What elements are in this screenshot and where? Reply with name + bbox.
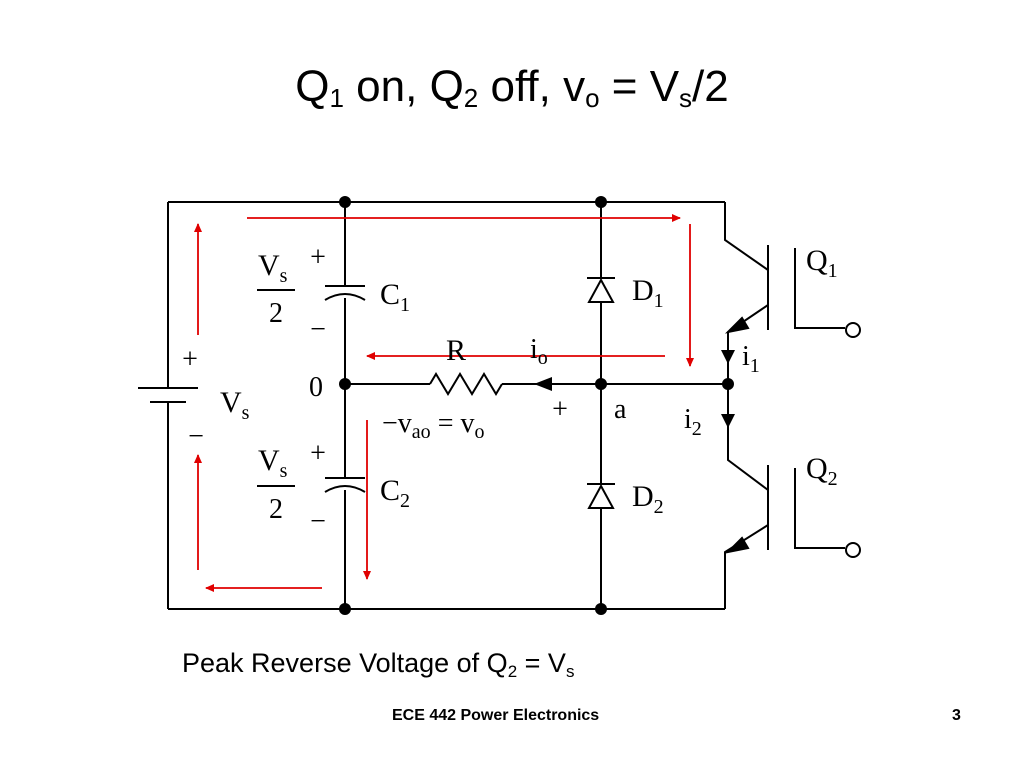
node-a-label: a xyxy=(614,394,627,425)
q2-emitter xyxy=(724,524,769,609)
capacitor-c2 xyxy=(324,477,366,493)
cap-top-plus: + xyxy=(310,242,326,273)
cap-bottom-plus: + xyxy=(310,438,326,469)
resistor xyxy=(429,372,503,396)
q1-collector xyxy=(724,202,769,271)
vao-plus: + xyxy=(552,394,568,425)
source-label: Vs xyxy=(220,386,250,424)
dc-source xyxy=(138,387,198,403)
diode-d2 xyxy=(587,483,615,509)
q1-label: Q1 xyxy=(806,244,838,282)
source-minus: − xyxy=(188,421,204,452)
cap-bottom-minus: − xyxy=(310,506,326,537)
i2-label: i2 xyxy=(684,404,702,440)
i1-arrow xyxy=(721,350,735,364)
q1-emitter xyxy=(727,304,769,491)
node-zero-label: 0 xyxy=(309,372,323,403)
i1-label: i1 xyxy=(742,341,760,377)
io-label: io xyxy=(530,334,548,369)
transistor-q1 xyxy=(724,245,845,334)
d1-label: D1 xyxy=(632,274,664,312)
q2-label: Q2 xyxy=(806,452,838,490)
source-plus: + xyxy=(182,344,198,375)
c1-label: C1 xyxy=(380,278,410,316)
current-path xyxy=(194,214,694,592)
junction-dots xyxy=(339,196,734,615)
diode-d1 xyxy=(587,277,615,303)
q1-gate-terminal xyxy=(845,322,861,338)
vao-label: −vao = vo xyxy=(382,408,484,443)
transistor-q2 xyxy=(724,465,845,554)
cap-top-minus: − xyxy=(310,314,326,345)
d2-label: D2 xyxy=(632,480,664,518)
footer-page-number: 3 xyxy=(952,707,961,724)
footer-course-name: ECE 442 Power Electronics xyxy=(392,707,600,724)
cap-top-voltage-num: Vs xyxy=(258,249,288,287)
cap-bottom-voltage-num: Vs xyxy=(258,444,288,482)
capacitor-c1 xyxy=(324,285,366,301)
slide-title: Q1 on, Q2 off, vo = Vs/2 xyxy=(295,62,729,113)
io-arrow xyxy=(534,377,552,391)
cap-bottom-voltage-den: 2 xyxy=(269,494,283,525)
i2-arrow xyxy=(721,414,735,428)
peak-reverse-voltage-caption: Peak Reverse Voltage of Q2 = Vs xyxy=(182,648,575,681)
cap-top-voltage-den: 2 xyxy=(269,298,283,329)
resistor-label: R xyxy=(446,334,466,367)
q2-gate-terminal xyxy=(845,542,861,558)
c2-label: C2 xyxy=(380,474,410,512)
